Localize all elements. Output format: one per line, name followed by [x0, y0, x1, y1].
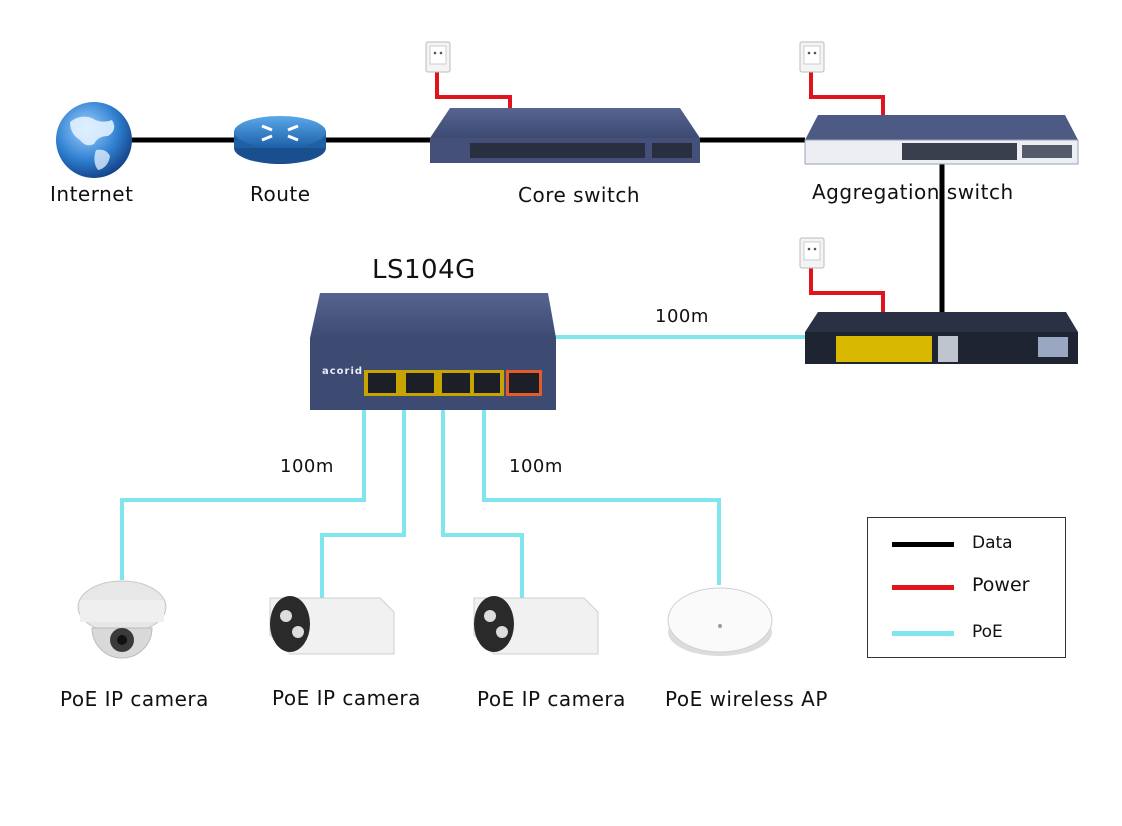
ls104g-switch-device: [310, 293, 556, 410]
wall-socket-icon: [799, 237, 825, 269]
internet-label: Internet: [50, 182, 134, 206]
camera-3-label: PoE IP camera: [477, 687, 626, 711]
distance-label-uplink: 100m: [655, 306, 709, 327]
globe-icon: [56, 102, 132, 178]
wall-socket-icon: [425, 41, 451, 73]
wall-socket-icon: [799, 41, 825, 73]
bullet-camera-icon: [269, 596, 395, 655]
poe-line-swatch: [892, 631, 954, 636]
wireless-ap-label: PoE wireless AP: [665, 687, 828, 711]
data-line-swatch: [892, 542, 954, 547]
legend-item-data: Data: [892, 531, 1062, 557]
legend-label-data: Data: [972, 533, 1013, 553]
dome-camera-icon: [77, 580, 167, 659]
power-link-aggregation: [809, 72, 885, 116]
legend: Data Power PoE: [867, 517, 1066, 658]
wireless-ap-icon: [667, 587, 773, 656]
poe-link-camera-1: [120, 410, 366, 580]
poe-link-camera-2: [320, 410, 406, 600]
poe-link-camera-3: [441, 410, 524, 600]
camera-2-label: PoE IP camera: [272, 686, 421, 710]
camera-1-label: PoE IP camera: [60, 687, 209, 711]
core-switch-device: [430, 108, 700, 163]
poe-switch-device: [805, 312, 1078, 364]
poe-link-wireless-ap: [482, 410, 721, 585]
aggregation-switch-label: Aggregation switch: [812, 180, 1014, 204]
distance-label-right: 100m: [509, 456, 563, 477]
legend-label-poe: PoE: [972, 622, 1003, 642]
route-label: Route: [250, 182, 311, 206]
aggregation-switch-device: [804, 115, 1079, 165]
legend-label-power: Power: [972, 574, 1030, 596]
power-line-swatch: [892, 585, 954, 590]
power-link-core: [435, 72, 512, 108]
legend-item-power: Power: [892, 574, 1062, 600]
legend-item-poe: PoE: [892, 620, 1062, 646]
switch-brand-label: acorid: [322, 366, 364, 377]
router-icon: [234, 116, 326, 164]
bullet-camera-icon: [473, 596, 599, 655]
distance-label-left: 100m: [280, 456, 334, 477]
core-switch-label: Core switch: [518, 183, 640, 207]
power-link-poe-switch: [809, 268, 885, 312]
ls104g-title: LS104G: [372, 255, 476, 285]
